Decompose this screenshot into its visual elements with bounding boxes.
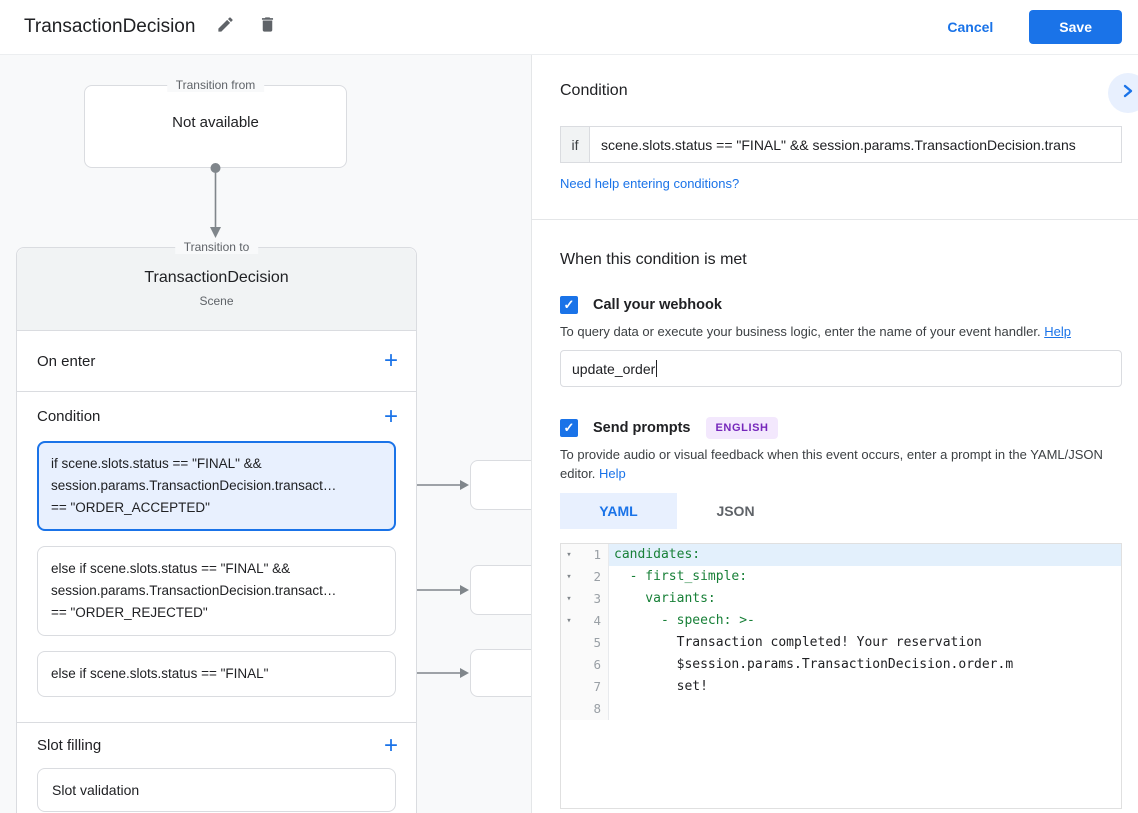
slot-filling-section-header: Slot filling + — [17, 722, 416, 768]
condition-detail-panel: Condition if scene.slots.status == "FINA… — [531, 55, 1138, 813]
fold-icon[interactable]: ▾ — [566, 572, 572, 582]
webhook-handler-input[interactable]: update_order — [560, 350, 1122, 387]
editor-line: ▾4 - speech: >- — [561, 610, 1121, 632]
condition-card-accepted[interactable]: if scene.slots.status == "FINAL" && sess… — [37, 441, 396, 531]
transition-from-box[interactable]: Transition from Not available — [84, 78, 347, 168]
editor-line: ▾2 - first_simple: — [561, 566, 1121, 588]
fold-icon[interactable]: ▾ — [566, 550, 572, 560]
prompts-helper-text: To provide audio or visual feedback when… — [560, 447, 1103, 481]
prompts-checkbox[interactable]: ✓ — [560, 419, 578, 437]
panel-divider — [532, 219, 1138, 220]
fold-icon[interactable]: ▾ — [566, 616, 572, 626]
condition-expression-input[interactable]: scene.slots.status == "FINAL" && session… — [589, 126, 1122, 163]
editor-line: 8 — [561, 698, 1121, 720]
editor-line: ▾3 variants: — [561, 588, 1121, 610]
editor-line: 6 $session.params.TransactionDecision.or… — [561, 654, 1121, 676]
scene-diagram-canvas: Transition from Not available Transition… — [0, 55, 531, 813]
language-badge: ENGLISH — [706, 417, 778, 439]
scene-type: Scene — [199, 294, 234, 308]
slot-validation-card[interactable]: Slot validation — [37, 768, 396, 812]
tab-json[interactable]: JSON — [716, 503, 755, 519]
tab-yaml[interactable]: YAML — [560, 493, 677, 529]
cancel-button[interactable]: Cancel — [947, 19, 994, 35]
webhook-checkbox[interactable]: ✓ — [560, 296, 578, 314]
condition-panel-title: Condition — [560, 82, 628, 99]
transition-to-label: Transition to — [174, 240, 259, 254]
editor-line: 7 set! — [561, 676, 1121, 698]
transition-target-node-1[interactable] — [470, 460, 531, 510]
delete-button[interactable] — [255, 15, 279, 39]
text-cursor — [656, 360, 658, 377]
condition-section-header: Condition + — [17, 392, 416, 441]
add-condition-button[interactable]: + — [383, 402, 398, 430]
webhook-label: Call your webhook — [593, 297, 722, 313]
webhook-helper-text: To query data or execute your business l… — [560, 324, 1071, 339]
transition-from-label: Transition from — [166, 78, 265, 92]
editor-line: 5 Transaction completed! Your reservatio… — [561, 632, 1121, 654]
webhook-help-link[interactable]: Help — [1044, 324, 1071, 339]
condition-section-label: Condition — [37, 408, 101, 425]
collapse-panel-button[interactable] — [1108, 73, 1138, 113]
editor-tabs: YAML JSON — [560, 493, 1122, 529]
condition-expression-row: if scene.slots.status == "FINAL" && sess… — [560, 126, 1122, 163]
transition-from-content: Not available — [172, 114, 259, 131]
webhook-checkbox-row: ✓ Call your webhook — [560, 296, 1122, 314]
trash-icon — [258, 15, 277, 39]
yaml-editor[interactable]: ▾1 candidates: ▾2 - first_simple: ▾3 var… — [560, 543, 1122, 809]
scene-name: TransactionDecision — [144, 269, 289, 286]
save-button[interactable]: Save — [1029, 10, 1122, 44]
page-title: TransactionDecision — [24, 16, 196, 37]
add-on-enter-button[interactable]: + — [383, 347, 398, 374]
condition-card-final[interactable]: else if scene.slots.status == "FINAL" — [37, 651, 396, 697]
prompts-checkbox-row: ✓ Send prompts ENGLISH — [560, 417, 1122, 439]
transition-target-node-3[interactable] — [470, 649, 531, 697]
when-met-title: When this condition is met — [560, 251, 747, 268]
prompts-help-link[interactable]: Help — [599, 466, 626, 481]
on-enter-section: On enter + — [17, 331, 416, 392]
scene-header[interactable]: TransactionDecision Scene — [17, 248, 416, 331]
chevron-right-icon — [1121, 84, 1135, 103]
transition-target-node-2[interactable] — [470, 565, 531, 615]
condition-card-rejected[interactable]: else if scene.slots.status == "FINAL" &&… — [37, 546, 396, 636]
on-enter-label: On enter — [37, 352, 96, 370]
top-bar: TransactionDecision Cancel Save — [0, 0, 1138, 55]
if-prefix: if — [560, 126, 589, 163]
editor-line: ▾1 candidates: — [561, 544, 1121, 566]
fold-icon[interactable]: ▾ — [566, 594, 572, 604]
transition-to-box: Transition to TransactionDecision Scene … — [16, 240, 417, 813]
add-slot-button[interactable]: + — [383, 731, 398, 759]
condition-help-link[interactable]: Need help entering conditions? — [560, 176, 740, 191]
edit-button[interactable] — [213, 15, 237, 39]
slot-filling-label: Slot filling — [37, 737, 102, 754]
prompts-label: Send prompts — [593, 420, 691, 436]
pencil-icon — [216, 15, 235, 39]
